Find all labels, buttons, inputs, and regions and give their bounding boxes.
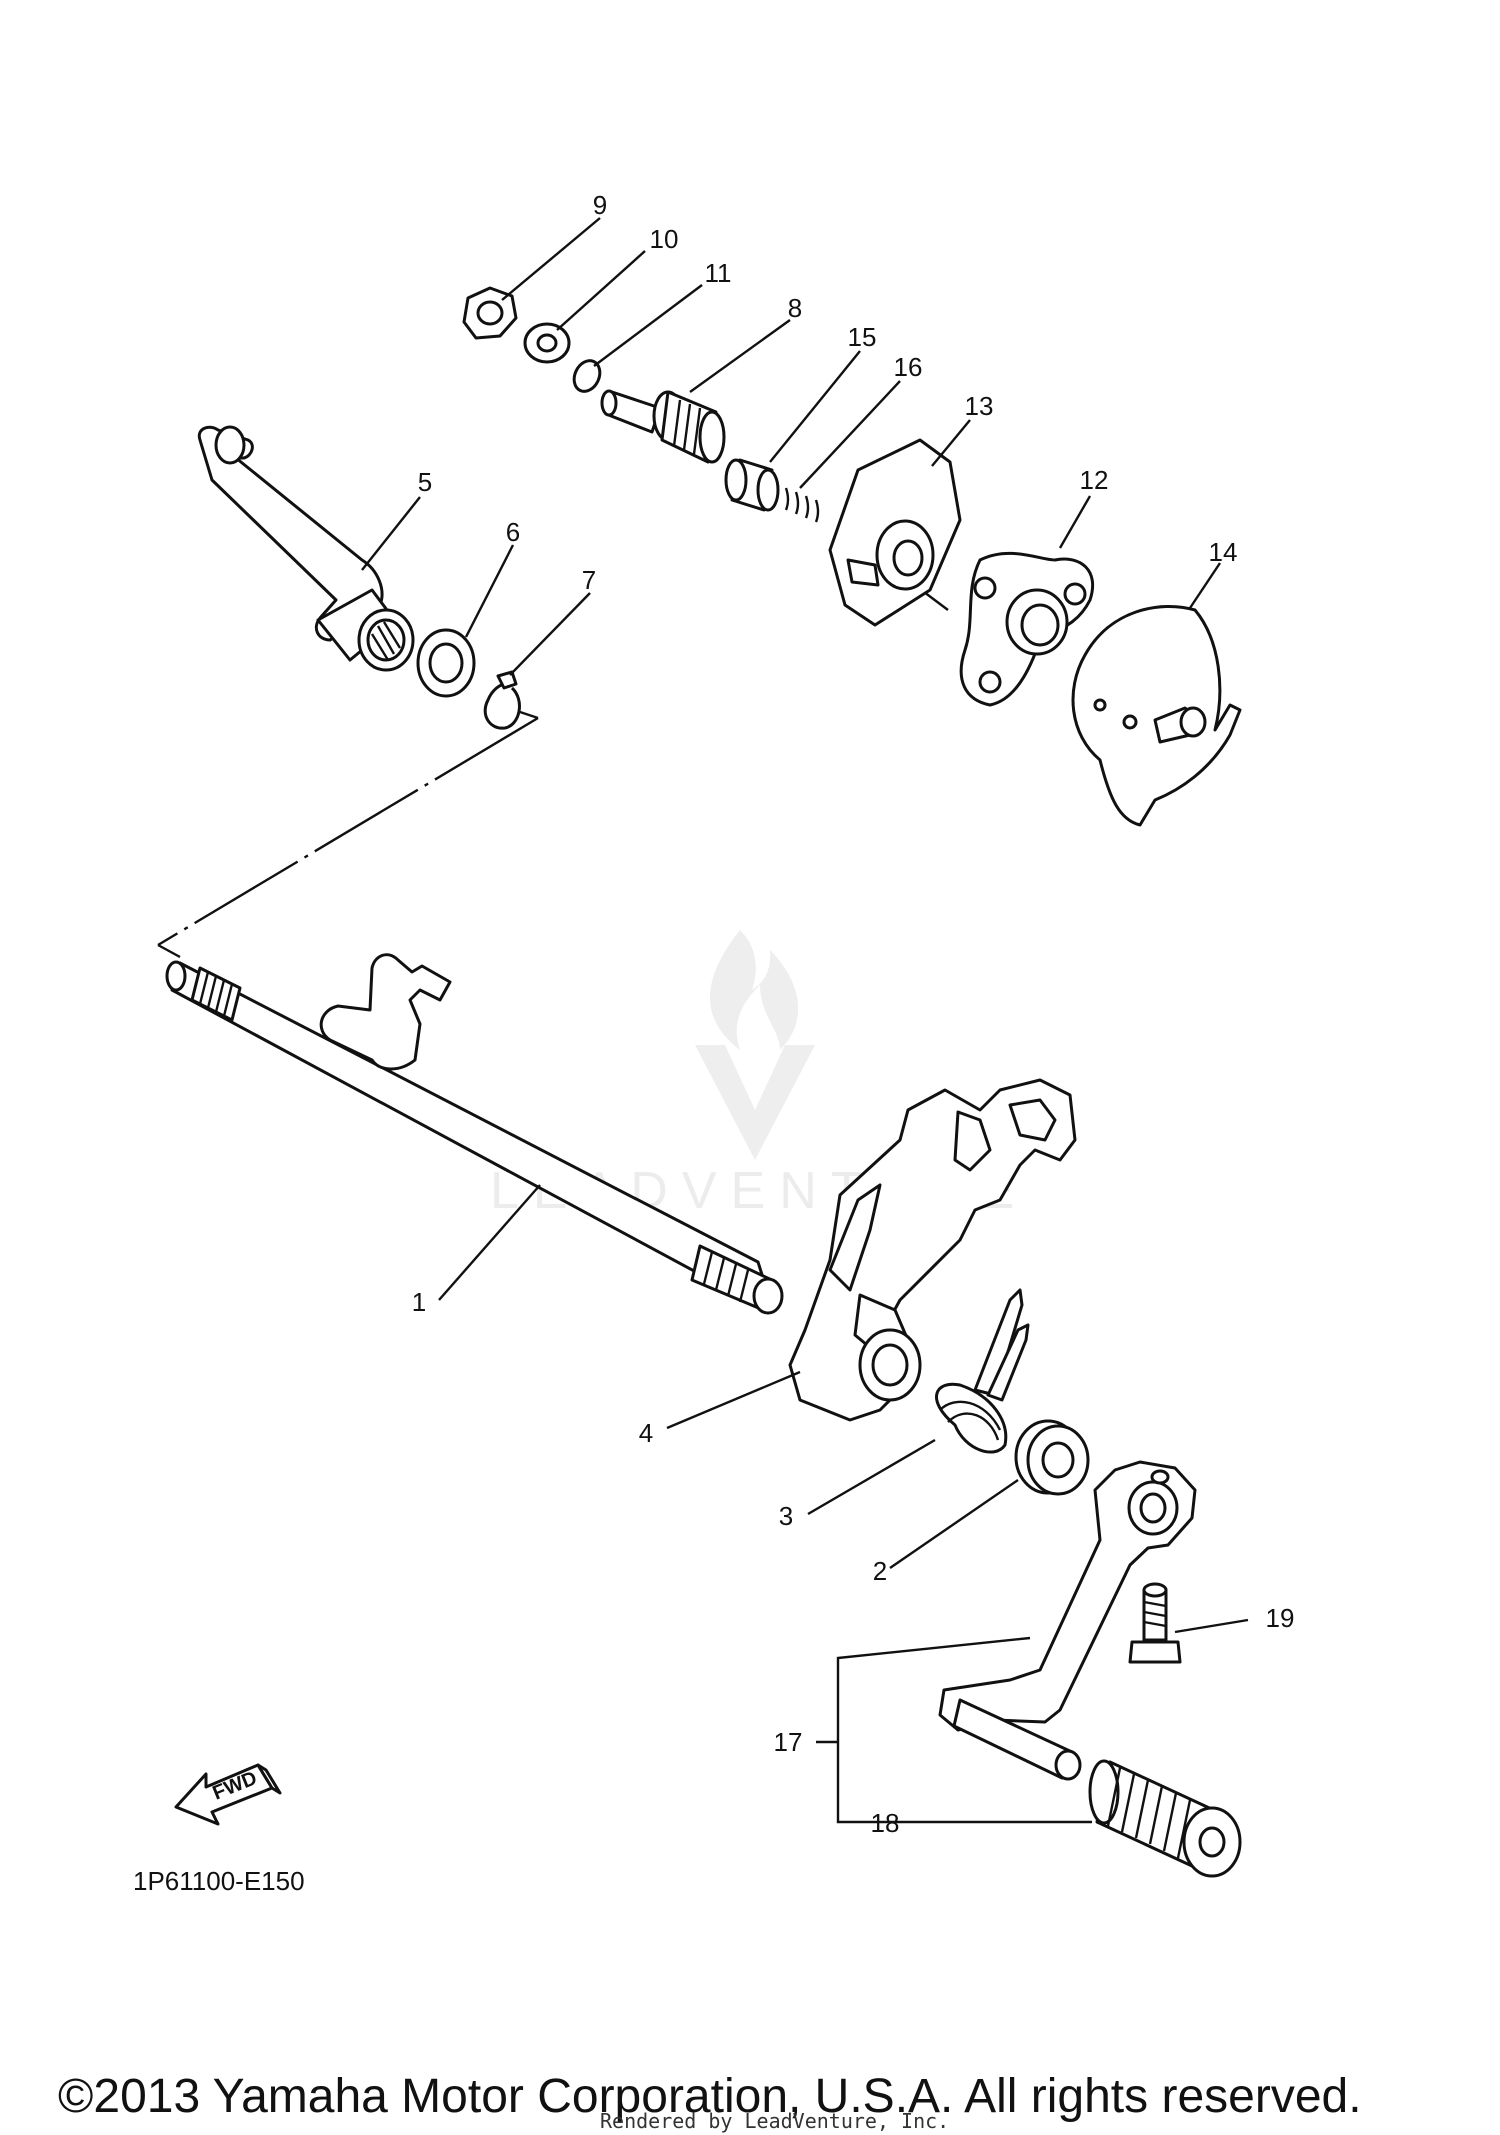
callout-12: 12 — [1080, 465, 1109, 495]
stopper-plate-part-13 — [828, 438, 962, 627]
leader-lines — [361, 217, 1249, 1824]
callout-18: 18 — [871, 1808, 900, 1838]
callout-19: 19 — [1266, 1603, 1295, 1633]
copyright-text: ©2013 Yamaha Motor Corporation, U.S.A. A… — [58, 2070, 1362, 2123]
pedal-rubber-part-18 — [1088, 1759, 1242, 1878]
bolt-part-8 — [600, 389, 726, 464]
shift-shaft-part-1 — [165, 953, 784, 1315]
callout-2: 2 — [873, 1556, 887, 1586]
callout-8: 8 — [788, 293, 802, 323]
callout-numbers: 1 2 3 4 5 6 7 8 9 10 11 12 13 14 15 16 1… — [412, 190, 1295, 1838]
fwd-arrow-icon: FWD — [174, 1763, 282, 1826]
alignment-lines — [157, 573, 1041, 959]
callout-5: 5 — [418, 467, 432, 497]
small-spring-part-16 — [784, 487, 820, 523]
shift-lever-part-4 — [788, 1078, 1077, 1422]
circlip-part-7 — [483, 670, 521, 730]
callout-9: 9 — [593, 190, 607, 220]
shift-arm-part-5 — [197, 425, 415, 672]
segment-part-14 — [1071, 604, 1242, 827]
callout-6: 6 — [506, 517, 520, 547]
callout-14: 14 — [1209, 537, 1238, 567]
washer-part-10 — [523, 322, 571, 364]
oil-seal-part-2 — [1014, 1419, 1090, 1496]
callout-7: 7 — [582, 565, 596, 595]
torsion-spring-part-3 — [935, 1288, 1030, 1454]
callout-1: 1 — [412, 1287, 426, 1317]
segment-plate-part-12 — [959, 551, 1095, 707]
washer-part-6 — [416, 628, 476, 698]
callout-16: 16 — [894, 352, 923, 382]
callout-11: 11 — [705, 258, 732, 288]
diagram-code: 1P61100-E150 — [133, 1866, 305, 1896]
o-ring-part — [572, 359, 602, 393]
callout-3: 3 — [779, 1501, 793, 1531]
callout-17: 17 — [774, 1727, 803, 1757]
shift-pedal-part-17 — [938, 1460, 1197, 1781]
callout-4: 4 — [639, 1418, 653, 1448]
collar-part-15 — [724, 458, 780, 512]
callout-10: 10 — [650, 224, 679, 254]
pinch-bolt-part-19 — [1128, 1582, 1182, 1664]
callout-13: 13 — [965, 391, 994, 421]
callout-15: 15 — [848, 322, 877, 352]
rendered-by-text: Rendered by LeadVenture, Inc. — [600, 2109, 949, 2133]
